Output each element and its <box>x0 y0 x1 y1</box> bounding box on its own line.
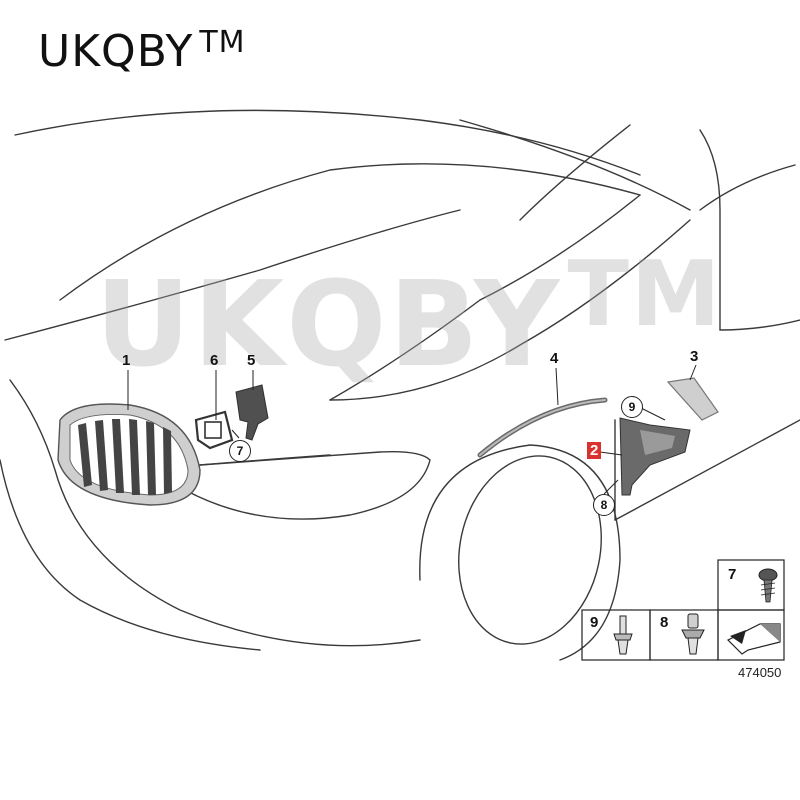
rivet-icon-9 <box>613 615 633 655</box>
brand-trademark: TM <box>199 25 246 60</box>
callout-3[interactable]: 3 <box>690 348 699 365</box>
windshield-lower <box>459 119 691 211</box>
kidney-grille-part <box>57 403 201 506</box>
legend-label-7: 7 <box>728 566 737 583</box>
door-line <box>719 319 800 331</box>
wiper-line <box>519 124 631 221</box>
a-pillar <box>699 129 721 331</box>
legend-grid <box>581 559 785 661</box>
callout-8-circle[interactable]: 8 <box>593 494 615 516</box>
watermark: UKQBYTM <box>95 242 723 393</box>
bracket-part-6 <box>194 410 234 450</box>
diagram-reference-number: 474050 <box>738 665 782 680</box>
bumper-lower <box>0 459 261 651</box>
callout-1[interactable]: 1 <box>122 352 131 369</box>
headlight <box>184 450 431 520</box>
sensor-part-5 <box>235 384 269 441</box>
hood-front-edge <box>14 109 641 176</box>
wheel-arch <box>419 444 621 661</box>
cover-panel-part-3 <box>666 377 719 421</box>
callout-7-circle[interactable]: 7 <box>229 440 251 462</box>
legend-label-9: 9 <box>590 614 599 631</box>
callout-5[interactable]: 5 <box>247 352 256 369</box>
hood-center-line <box>4 209 461 341</box>
rocker-line <box>614 419 800 521</box>
brand-name: UKQBY <box>38 26 194 77</box>
fender-top <box>329 219 691 401</box>
callout-9-circle[interactable]: 9 <box>621 396 643 418</box>
fender-bracket-part-2 <box>619 417 691 496</box>
hood-crease <box>59 163 641 301</box>
roof-edge <box>699 164 796 211</box>
bumper-outline <box>9 379 421 647</box>
screw-icon-7 <box>758 568 778 603</box>
arrow-icon <box>726 623 781 655</box>
hood-side-crease <box>329 194 641 401</box>
legend-label-8: 8 <box>660 614 669 631</box>
clip-icon-8 <box>681 613 705 655</box>
headlight-inner <box>199 454 331 466</box>
callout-2-highlighted[interactable]: 2 <box>587 442 602 459</box>
callout-4[interactable]: 4 <box>550 350 559 367</box>
callout-6[interactable]: 6 <box>210 352 219 369</box>
wheel <box>458 455 602 645</box>
